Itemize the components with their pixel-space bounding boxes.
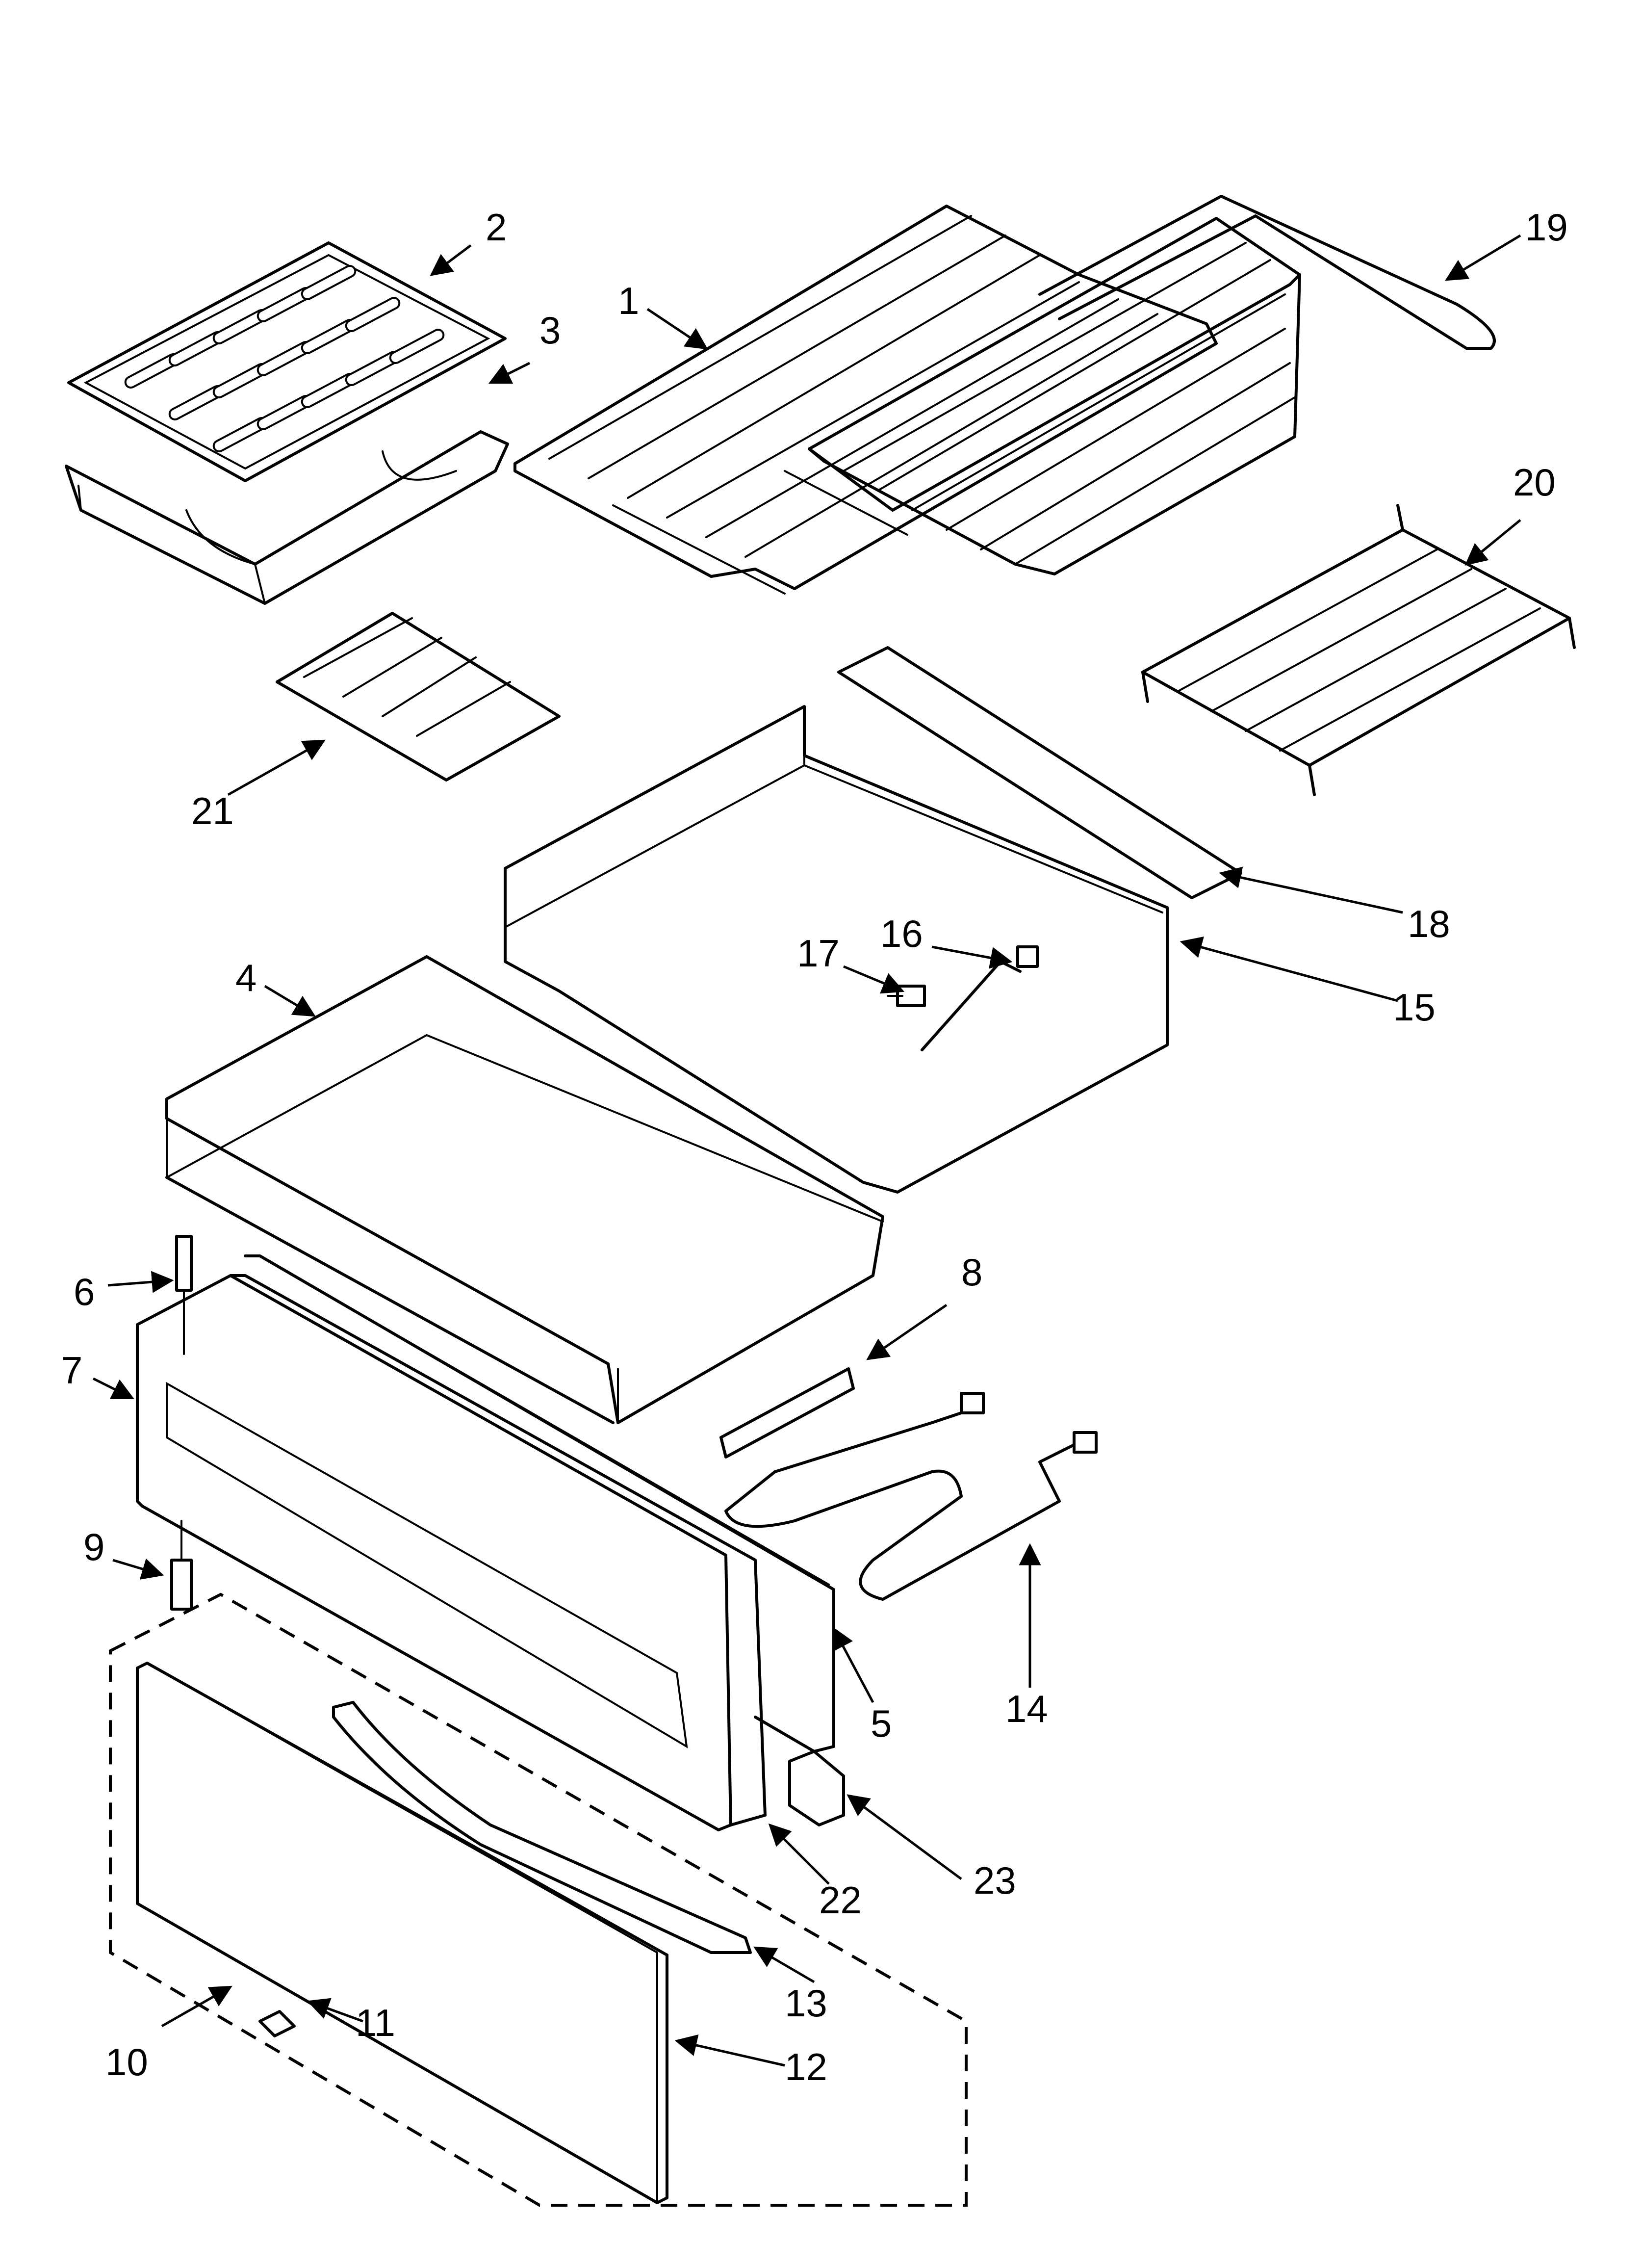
callout-19: 19	[1525, 206, 1568, 249]
inner-panel-part-5	[244, 1254, 835, 1753]
callout-leaders	[92, 234, 1521, 2067]
rack-rail-part-19	[1038, 195, 1496, 350]
bracket-part-23	[788, 1750, 845, 1826]
panel-strip-part-18	[837, 646, 1242, 899]
gasket-part-22	[229, 1274, 767, 1826]
heating-element-part-14	[724, 1392, 1098, 1601]
callout-7: 7	[61, 1349, 82, 1392]
callout-10: 10	[105, 2040, 148, 2084]
broiler-grid-slots	[124, 264, 445, 453]
front-panel-part-12	[136, 1662, 668, 2204]
oven-rack-part-1b	[808, 217, 1301, 575]
post-part-6	[175, 1235, 193, 1355]
callout-labels: 1 2 3 4 5 6 7 8 9 10 11 12 13 14 15 16 1…	[61, 206, 1568, 2088]
callout-21: 21	[191, 789, 234, 833]
callout-4: 4	[235, 956, 257, 999]
callout-15: 15	[1393, 986, 1436, 1029]
drawer-part-4	[165, 955, 884, 1424]
callout-11: 11	[356, 2001, 395, 2044]
sensor-part-16	[921, 945, 1039, 1051]
callout-16: 16	[880, 912, 923, 955]
screw-part-9	[170, 1520, 193, 1611]
callout-5: 5	[871, 1702, 892, 1745]
callout-9: 9	[83, 1525, 104, 1568]
callout-2: 2	[486, 206, 507, 249]
callout-22: 22	[819, 1878, 862, 1922]
oven-rack-part-1	[513, 205, 1218, 595]
screw-part-17	[887, 985, 926, 1007]
broiler-grid-part-2	[67, 241, 507, 482]
callout-18: 18	[1408, 902, 1450, 945]
drawer-housing-part-15	[504, 705, 1169, 1194]
callout-13: 13	[785, 1981, 827, 2025]
assembly-outline-part-10	[109, 1592, 968, 2207]
small-rack-part-21	[276, 612, 561, 782]
callout-8: 8	[961, 1251, 982, 1294]
drawer-front-part-7	[136, 1274, 732, 1831]
callout-23: 23	[974, 1859, 1016, 1902]
callout-6: 6	[74, 1270, 95, 1313]
callout-1: 1	[618, 279, 639, 322]
clip-part-11	[258, 2010, 296, 2037]
callout-14: 14	[1005, 1687, 1048, 1730]
callout-12: 12	[785, 2045, 827, 2088]
callout-3: 3	[539, 309, 561, 352]
handle-part-13	[332, 1701, 752, 1954]
callout-17: 17	[797, 932, 840, 975]
broiler-pan-part-3	[65, 430, 509, 605]
wire-rack-part-20	[1141, 504, 1576, 796]
callout-20: 20	[1513, 461, 1556, 504]
strip-part-8	[719, 1367, 855, 1459]
